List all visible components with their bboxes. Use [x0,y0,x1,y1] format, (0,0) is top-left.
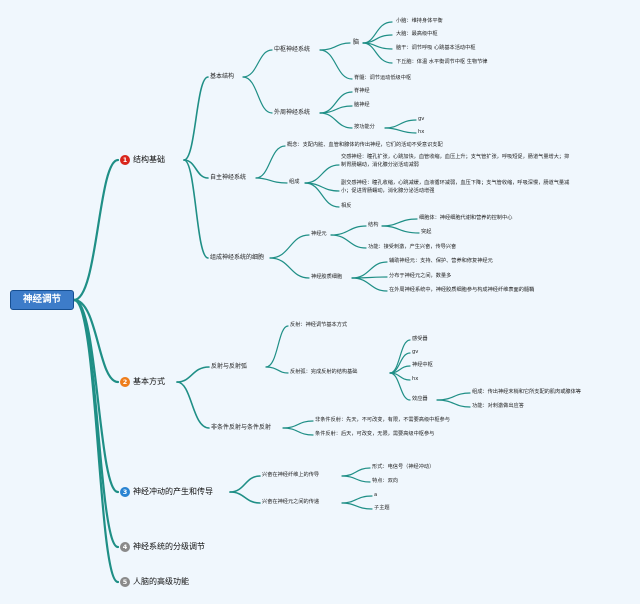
node-hx[interactable]: hx [418,129,425,135]
node-basic-structure[interactable]: 基本结构 [210,73,235,80]
node-brain[interactable]: 脑 [353,39,360,46]
node-arc-hx[interactable]: hx [412,376,419,382]
node-between-neurons[interactable]: 兴奋在神经元之间的传递 [262,499,320,505]
topic-structure[interactable]: 1 结构基础 [120,154,165,165]
node-composition[interactable]: 组成 [289,179,300,185]
node-neuron-function[interactable]: 功能：接受刺激，产生兴奋，传导兴奋 [368,244,457,250]
root-topic[interactable]: 神经调节 [10,290,74,310]
node-spinal-cord[interactable]: 脊髓：调节运动低级中枢 [354,75,412,81]
blue-circle-icon: 3 [120,486,130,497]
node-reflex-arc-group[interactable]: 反射与反射弧 [211,363,248,370]
node-ns-cells[interactable]: 组成神经系统的细胞 [210,254,265,261]
node-glia-sheath[interactable]: 在外周神经系统中，神经胶质细胞参与构成神经纤维表面的髓鞘 [389,287,535,293]
node-effector-comp[interactable]: 组成：传出神经末梢和它所支配的肌肉或腺体等 [472,389,581,395]
node-along-fiber[interactable]: 兴奋在神经纤维上的传导 [262,472,320,478]
node-hypothalamus[interactable]: 下丘脑：体温 水平衡调节中枢 生物节律 [396,59,488,65]
node-opposite[interactable]: 相反 [341,203,352,209]
node-glia-assist[interactable]: 辅助神经元：支持、保护、营养和修复神经元 [389,258,493,264]
node-sympathetic[interactable]: 交感神经：瞳孔扩张，心跳加快，血管收缩，血压上升；支气管扩张，呼吸短促，肠道气量… [341,154,570,168]
node-reflex-types[interactable]: 非条件反射与条件反射 [211,424,272,431]
topic-levels[interactable]: 4 神经系统的分级调节 [120,541,205,552]
node-brainstem[interactable]: 脑干：调节呼吸 心跳基本活动中枢 [396,45,476,51]
topic-impulse-label: 神经冲动的产生和传导 [133,487,213,496]
node-receptor[interactable]: 感受器 [412,336,428,342]
node-arc-gv[interactable]: gv [412,349,419,355]
topic-mode[interactable]: 2 基本方式 [120,376,165,387]
node-gv[interactable]: gv [418,116,425,122]
node-glia[interactable]: 神经胶质细胞 [311,274,343,280]
gray-circle-icon: 4 [120,541,130,552]
node-conditioned[interactable]: 条件反射：后天，可改变，无限，需要高级中枢参与 [315,431,435,437]
node-autonomic-ns[interactable]: 自主神经系统 [210,174,247,181]
gray-circle-icon: 5 [120,576,130,587]
orange-circle-icon: 2 [120,376,130,387]
node-by-function[interactable]: 按功能分 [354,124,375,130]
red-circle-icon: 1 [120,154,130,165]
node-central-ns[interactable]: 中枢神经系统 [274,46,311,53]
node-cerebellum[interactable]: 小脑：维持身体平衡 [396,18,443,24]
node-peripheral-ns[interactable]: 外周神经系统 [274,109,311,116]
node-cell-body[interactable]: 细胞体：神经细胞代谢和营养的控制中心 [419,215,513,221]
node-processes[interactable]: 突起 [421,229,432,235]
node-spinal-nerve[interactable]: 脊神经 [354,88,370,94]
node-unconditioned[interactable]: 非条件反射：先天，不可改变，有限，不需要高级中枢参与 [315,417,450,423]
node-glia-count[interactable]: 分布于神经元之间，数量多 [389,273,452,279]
node-reflex-def[interactable]: 反射：神经调节基本方式 [290,322,348,328]
node-feature[interactable]: 特点：双向 [372,478,398,484]
node-reflex-arc[interactable]: 反射弧：完成反射的结构基础 [290,369,358,375]
node-cerebrum[interactable]: 大脑：最高级中枢 [396,31,438,37]
topic-higher-label: 人脑的高级功能 [133,577,189,586]
node-cranial-nerve[interactable]: 脑神经 [354,102,370,108]
topic-structure-label: 结构基础 [133,155,165,164]
node-neuron-structure[interactable]: 结构 [368,222,379,228]
node-parasympathetic[interactable]: 副交感神经：瞳孔收缩，心跳减缓，血液循环减弱，血压下降；支气管收缩，呼吸深慢，肠… [341,180,570,194]
node-form[interactable]: 形式：电信号（神经冲动） [372,464,435,470]
node-subtopic[interactable]: 子主题 [374,505,390,511]
node-effector-func[interactable]: 功能：对刺激做出应答 [472,403,524,409]
topic-mode-label: 基本方式 [133,377,165,386]
topic-impulse[interactable]: 3 神经冲动的产生和传导 [120,486,213,497]
node-autonomic-concept[interactable]: 概念：支配内脏、血管和腺体的传出神经，它们的活动不受意识支配 [287,142,443,148]
topic-higher[interactable]: 5 人脑的高级功能 [120,576,189,587]
node-nerve-center[interactable]: 神经中枢 [412,362,433,368]
node-neuron[interactable]: 神经元 [311,231,327,237]
node-a[interactable]: a [374,492,378,498]
topic-levels-label: 神经系统的分级调节 [133,542,205,551]
node-effector[interactable]: 效应器 [412,396,428,402]
